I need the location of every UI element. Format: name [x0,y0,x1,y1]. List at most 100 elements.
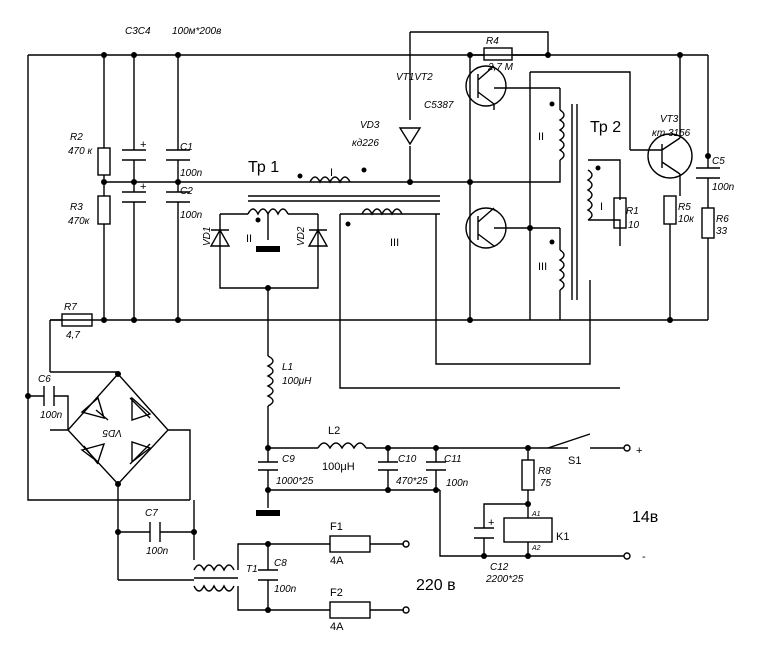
tr1-winding-3 [361,208,403,216]
t1-label: T1 [246,564,258,575]
c2-value: 100n [180,210,203,221]
c3-capacitor [122,149,146,161]
vd2-diode [307,228,329,247]
c12-capacitor [474,527,494,539]
mains-terminal-1[interactable] [402,540,410,548]
c12-plus: + [488,517,494,529]
tr1-w3: III [390,237,399,249]
r7-value: 4,7 [66,330,80,341]
tr2-label: Тр 2 [590,119,621,136]
output-voltage: 14в [632,509,658,526]
c5-label: C5 [712,156,725,167]
c9-ground-bar [256,510,280,516]
c6-capacitor [43,386,55,406]
minus-label: - [642,551,646,563]
tr2-w3: III [538,261,547,273]
mains-voltage: 220 в [416,577,456,594]
l2-inductor [317,442,367,450]
r5-value: 10к [678,214,695,225]
r2-value: 470 к [68,146,93,157]
c6-value: 100n [40,410,63,421]
c8-label: C8 [274,558,287,569]
left-feed [27,55,190,501]
tr1-winding-1 [309,176,351,184]
c4-capacitor [122,191,146,203]
tr2-w1: I [600,201,603,213]
c10-value: 470*25 [396,476,428,487]
tr1-label: Тр 1 [248,159,279,176]
c11-capacitor [426,461,446,471]
vt3-value: кт 3156 [652,128,691,139]
f2-label: F2 [330,587,343,599]
vd5-diode-a [80,396,109,421]
l1-label: L1 [282,362,293,373]
r8-label: R8 [538,466,551,477]
r4-value: 2,7 M [487,62,514,73]
plus-terminal[interactable] [623,444,631,452]
vt1-transistor [465,65,507,107]
c6-label: C6 [38,374,51,385]
tr1-center-tap-bar [256,246,280,252]
f2-value: 4A [330,621,344,633]
l1-inductor [266,355,274,407]
mains-terminal-2[interactable] [402,606,410,614]
c5-value: 100n [712,182,735,193]
vt3-transistor [647,133,693,179]
vd1-diode [209,228,231,247]
r2-resistor [97,147,111,176]
c12-label: C12 [490,562,509,573]
r6-label: R6 [716,214,729,225]
minus-terminal[interactable] [623,552,631,560]
vd3-value: кд226 [352,138,379,149]
r7-label: R7 [64,302,77,313]
vt12-label: VT1VT2 [396,72,433,83]
c3c4-label: C3C4 [125,26,151,37]
f1-label: F1 [330,521,343,533]
c9-value: 1000*25 [276,476,314,487]
tr1-w1: I [330,167,333,179]
c1-value: 100n [180,168,203,179]
l1-value: 100μH [282,376,312,387]
c7-value: 100n [146,546,169,557]
c12-value: 2200*25 [485,574,524,585]
r3-value: 470к [68,216,91,227]
r1-label: R1 [626,206,639,217]
c4-plus: + [140,181,146,193]
vd3-label: VD3 [360,120,380,131]
tr2-w2: II [538,131,544,143]
c3c4-value: 100м*200в [172,26,221,37]
r4-label: R4 [486,36,499,47]
tr1-core [248,195,440,202]
vd5-label: VD5 [102,427,122,438]
l2-value: 100μH [322,461,355,473]
r5-resistor [663,195,677,225]
r8-resistor [521,459,535,491]
c11-label: C11 [444,454,462,465]
r1-value: 10 [628,220,640,231]
r1-resistor [613,197,627,229]
tr1-winding-2 [247,208,289,216]
r2-label: R2 [70,132,83,143]
vd2-label: VD2 [296,226,307,246]
c8-capacitor [258,569,278,581]
c1-label: C1 [180,142,193,153]
r3-resistor [97,195,111,225]
c5-capacitor [696,167,720,179]
r6-resistor [701,207,715,239]
vt3-label: VT3 [660,114,679,125]
c10-capacitor [378,461,398,471]
r4-resistor [483,47,513,61]
vt12-value: C5387 [424,100,454,111]
c10-label: C10 [398,454,417,465]
c7-capacitor [149,522,161,542]
s1-switch[interactable] [547,433,591,449]
t1-choke [193,564,238,592]
c3-plus: + [140,139,146,151]
c1-capacitor [166,149,190,161]
tr2-winding-2 [558,109,565,161]
c7-label: C7 [145,508,158,519]
r6-value: 33 [716,226,728,237]
c8-value: 100n [274,584,297,595]
tr2-core [571,104,578,300]
